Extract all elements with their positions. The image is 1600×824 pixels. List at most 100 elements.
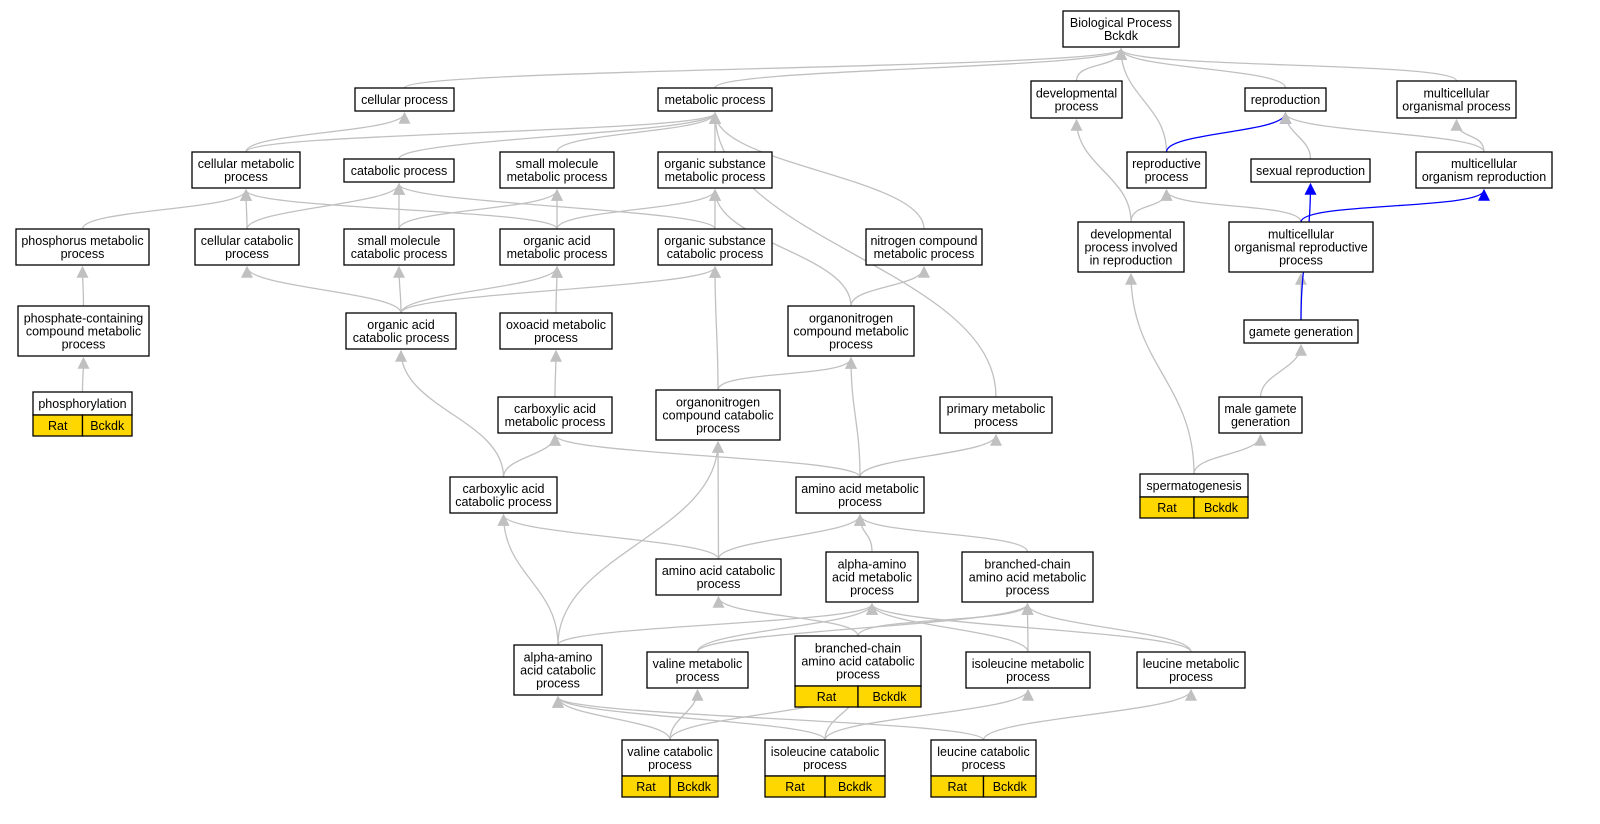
node-label: process	[676, 670, 720, 684]
node-box	[499, 151, 615, 189]
node-box	[646, 651, 749, 689]
node-metabolic[interactable]: metabolic process	[657, 87, 773, 112]
edge-carbox_catab-to-carbox_metab	[502, 433, 561, 478]
edge-line	[1115, 47, 1458, 82]
edge-org_acid_catab-to-org_sub_catab	[400, 265, 721, 314]
edge-alpha_aa_catab-to-carbox_catab	[497, 513, 559, 646]
node-label: process	[1169, 670, 1213, 684]
edge-line	[1115, 47, 1287, 89]
node-label: branched-chain	[815, 642, 901, 656]
node-label: developmental	[1036, 87, 1117, 101]
node-label: process	[1006, 584, 1050, 598]
node-label: amino acid catabolic	[662, 564, 775, 578]
edge-line	[403, 47, 1127, 89]
node-label: valine catabolic	[627, 745, 712, 759]
edge-line	[850, 265, 930, 307]
node-box	[655, 558, 782, 596]
edge-line	[497, 513, 720, 560]
edge-valine_metab-to-bc_aa_metab	[696, 602, 1034, 653]
node-gamete-gen[interactable]: gamete generation	[1243, 319, 1359, 344]
edge-orgN_catab-to-orgN_metab	[717, 356, 857, 391]
edge-line	[1125, 272, 1195, 475]
node-label: organic acid	[523, 234, 590, 248]
edge-line	[1130, 188, 1173, 223]
edge-leucine_metab-to-alpha_aa_metab	[866, 602, 1192, 653]
edge-line	[400, 265, 563, 314]
edge-orgN_metab-to-nitrogen_metab	[850, 265, 930, 307]
edge-line	[549, 433, 861, 478]
edge-line	[557, 602, 878, 646]
node-label: process	[829, 338, 873, 352]
annotation-cell	[857, 685, 922, 708]
node-box	[354, 87, 455, 112]
node-label: compound metabolic	[793, 325, 908, 339]
node-box	[191, 151, 301, 189]
edge-line	[502, 433, 561, 478]
edge-line	[854, 513, 1029, 553]
edge-metabolic-to-bp	[714, 47, 1127, 89]
edge-cell_catab-to-cell_metab	[240, 188, 253, 230]
node-sexual-repro[interactable]: sexual reproduction	[1250, 158, 1371, 183]
node-label: developmental	[1090, 228, 1171, 242]
node-label: process	[225, 247, 269, 261]
edge-small_mol_metab-to-metabolic	[556, 111, 721, 153]
node-box	[1250, 158, 1371, 183]
node-cellular[interactable]: cellular process	[354, 87, 455, 112]
node-label: catabolic process	[455, 495, 552, 509]
node-label: amino acid metabolic	[801, 482, 918, 496]
edge-line	[1115, 47, 1168, 153]
node-reproduction[interactable]: reproduction	[1244, 87, 1327, 112]
node-label: nitrogen compound	[870, 234, 977, 248]
node-label: oxoacid metabolic	[506, 318, 606, 332]
node-label: multicellular	[1268, 228, 1334, 242]
node-label: phosphate-containing	[24, 312, 144, 326]
node-catabolic[interactable]: catabolic process	[343, 158, 455, 183]
edge-multi_org-to-bp	[1115, 47, 1458, 82]
edge-line	[866, 602, 1192, 653]
node-label: organic substance	[664, 234, 766, 248]
node-box	[1396, 80, 1517, 119]
edge-line	[709, 265, 722, 391]
node-label: process	[62, 338, 106, 352]
